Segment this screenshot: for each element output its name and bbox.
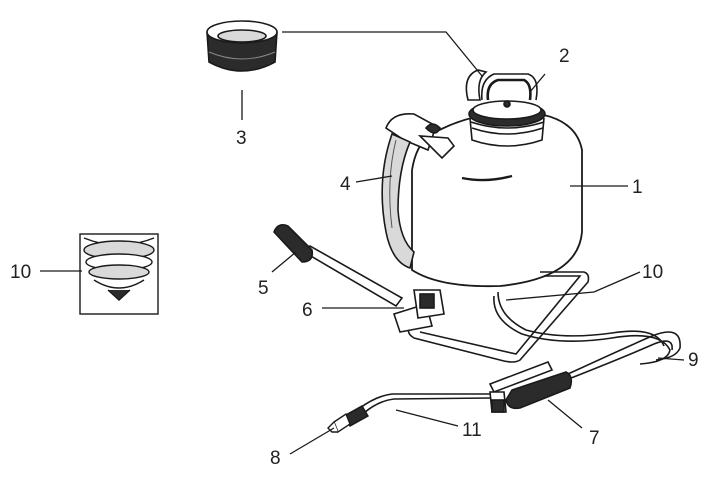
callout-6: 6	[302, 300, 313, 321]
callout-inset-10: 10	[10, 262, 31, 283]
callout-3: 3	[236, 128, 247, 149]
leader-lines	[40, 31, 685, 455]
pump-pivot	[392, 289, 445, 333]
callout-5: 5	[258, 278, 269, 299]
callout-1: 1	[632, 177, 643, 198]
pump-handle	[273, 224, 404, 308]
callout-9: 9	[688, 350, 699, 371]
filter-basket	[206, 20, 278, 72]
callout-2: 2	[559, 46, 570, 67]
leader-2	[529, 73, 546, 93]
inset-detail	[79, 233, 159, 315]
frame-base	[407, 271, 671, 365]
spray-wand	[359, 393, 491, 414]
spray-nozzle	[327, 405, 369, 434]
callout-11: 11	[462, 420, 482, 441]
trigger-valve	[488, 360, 573, 413]
leader-7	[547, 399, 583, 429]
leader-4	[355, 175, 393, 183]
leader-5	[271, 251, 297, 273]
callout-10: 10	[642, 262, 663, 283]
callout-8: 8	[270, 448, 281, 469]
hose	[565, 331, 681, 381]
callout-7: 7	[589, 428, 600, 449]
leader-10	[505, 271, 641, 301]
leader-9	[657, 357, 685, 361]
leader-8	[289, 427, 335, 455]
leader-11	[395, 409, 459, 427]
leader-filter-lid	[282, 31, 483, 77]
shoulder-strap	[381, 112, 456, 270]
callout-4: 4	[340, 174, 351, 195]
tank-lid	[465, 69, 546, 147]
